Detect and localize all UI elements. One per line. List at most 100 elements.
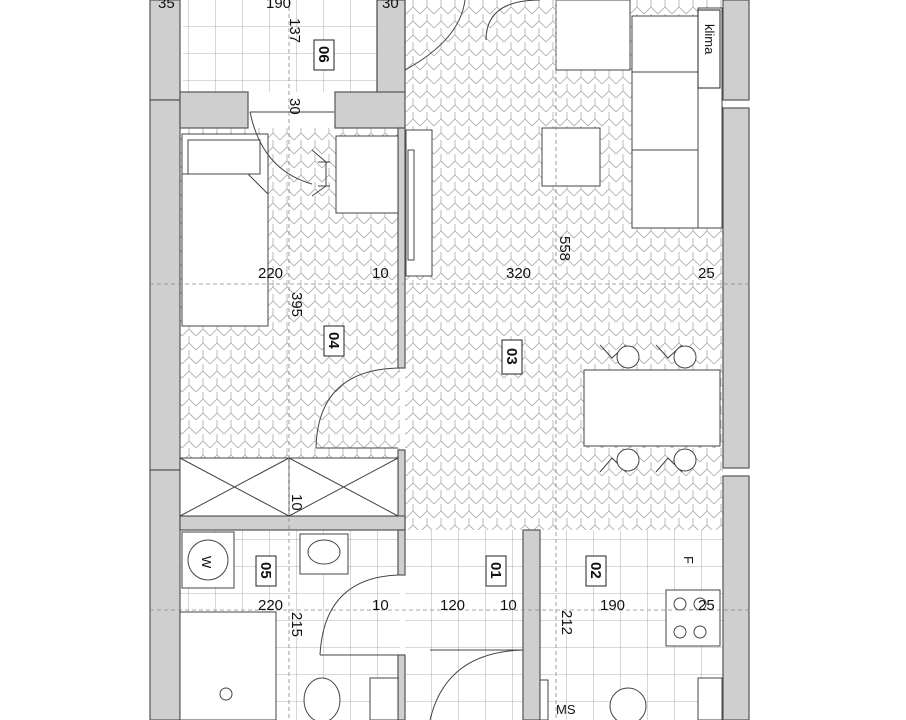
bedroom-south-wall [179, 515, 406, 531]
east-wall-middle [722, 107, 750, 469]
balcony-door-arc [404, 0, 466, 71]
desk-chair [311, 149, 330, 197]
dim-balcony-137: 137 [286, 18, 303, 43]
kitchen-counter [697, 677, 723, 720]
hall-kitchen-details [429, 589, 723, 720]
fridge-label: F [681, 556, 696, 564]
sofa-seat-2 [631, 149, 699, 229]
dim-balcony-30: 30 [286, 98, 303, 115]
bathroom-fixtures [179, 531, 399, 720]
west-wall-upper [149, 0, 181, 101]
burner-3 [673, 625, 687, 639]
appliance-labels: klima F MS W [199, 9, 721, 717]
sink-bowl [307, 539, 341, 565]
pillow [187, 139, 261, 175]
dim-row1-25: 25 [698, 265, 715, 282]
dimension-labels: 35 190 30 137 30 220 10 320 25 558 395 1… [158, 0, 715, 637]
walls [149, 0, 750, 720]
dim-row1-320: 320 [506, 265, 531, 282]
dim-215: 215 [288, 612, 305, 637]
dishwasher-round [609, 687, 647, 720]
toilet-tank [369, 677, 399, 720]
east-wall-lower [722, 475, 750, 720]
bedroom-door-arc [315, 367, 399, 449]
svg-text:01: 01 [487, 562, 504, 579]
balcony-details [249, 0, 378, 185]
bed-blanket [182, 173, 269, 195]
sofa-arm [631, 15, 699, 73]
svg-text:04: 04 [325, 332, 342, 349]
east-wall-upper [722, 0, 750, 101]
burner-1 [673, 597, 687, 611]
dim-top-35: 35 [158, 0, 175, 12]
chair-seat-2 [673, 345, 697, 369]
svg-text:klima: klima [702, 24, 717, 55]
bedroom-balcony-door [249, 111, 313, 185]
west-wall-lower [149, 469, 181, 720]
ms-label: MS [556, 702, 576, 717]
bathroom-door-arc [319, 574, 399, 656]
balcony-south-wall-left [179, 91, 249, 129]
dim-row2-190: 190 [600, 597, 625, 614]
dim-212: 212 [558, 610, 575, 635]
dining-chairs [599, 344, 683, 473]
hall-east-wall [522, 529, 541, 720]
klima-tag: klima [697, 9, 721, 89]
dim-top-190: 190 [266, 0, 291, 12]
bath-east-wall-bottom [397, 654, 406, 720]
bath-east-wall-top [397, 529, 406, 576]
room-tag-04: 04 [323, 325, 345, 357]
chair-seat-1 [616, 345, 640, 369]
dim-row2-10b: 10 [500, 597, 517, 614]
washer-drum [187, 539, 229, 581]
bedroom-east-wall [397, 127, 406, 369]
svg-text:06: 06 [315, 46, 332, 63]
balcony-south-wall-right [334, 91, 406, 129]
stove [665, 589, 721, 647]
desk [335, 135, 399, 214]
shower-tray [179, 611, 277, 720]
washer-label: W [199, 556, 214, 569]
room-tag-06: 06 [313, 39, 335, 71]
shower-drain [219, 687, 233, 701]
dim-row1-220: 220 [258, 265, 283, 282]
chair-seat-3 [616, 448, 640, 472]
svg-text:02: 02 [587, 562, 604, 579]
tv-screen [407, 149, 415, 261]
balcony-east-wall [376, 0, 406, 96]
dim-row2-120: 120 [440, 597, 465, 614]
coffee-table [541, 127, 601, 187]
dim-top-30: 30 [382, 0, 399, 12]
dim-395: 395 [288, 292, 305, 317]
dim-558: 558 [556, 236, 573, 261]
dining-table [583, 369, 721, 447]
armchair [555, 0, 631, 71]
room-tag-03: 03 [501, 339, 523, 375]
dim-row2-10a: 10 [372, 597, 389, 614]
room-tag-05: 05 [255, 555, 277, 587]
dim-row2-25: 25 [698, 597, 715, 614]
toilet [303, 677, 341, 720]
room-tags: 06 04 03 05 01 02 [255, 39, 607, 587]
room-tag-02: 02 [585, 555, 607, 587]
sofa-seat-1 [631, 71, 699, 151]
dim-10-vertical: 10 [288, 494, 305, 511]
wardrobe-cross-left [179, 457, 290, 517]
dim-row1-10: 10 [372, 265, 389, 282]
dimension-guides [150, 0, 749, 720]
chair-seat-4 [673, 448, 697, 472]
west-wall-middle [149, 99, 181, 471]
entrance-door-arc [429, 649, 524, 720]
wardrobe-cross-right [288, 457, 399, 517]
svg-text:03: 03 [503, 348, 520, 365]
burner-4 [693, 625, 707, 639]
living-furniture [404, 0, 723, 473]
bedroom-door [315, 367, 399, 449]
kitchen-cabinet-left [539, 679, 549, 720]
room-tag-01: 01 [485, 555, 507, 587]
svg-text:05: 05 [257, 562, 274, 579]
entry-door-arc [485, 0, 541, 41]
dim-row2-220: 220 [258, 597, 283, 614]
balcony-floor [183, 0, 377, 92]
